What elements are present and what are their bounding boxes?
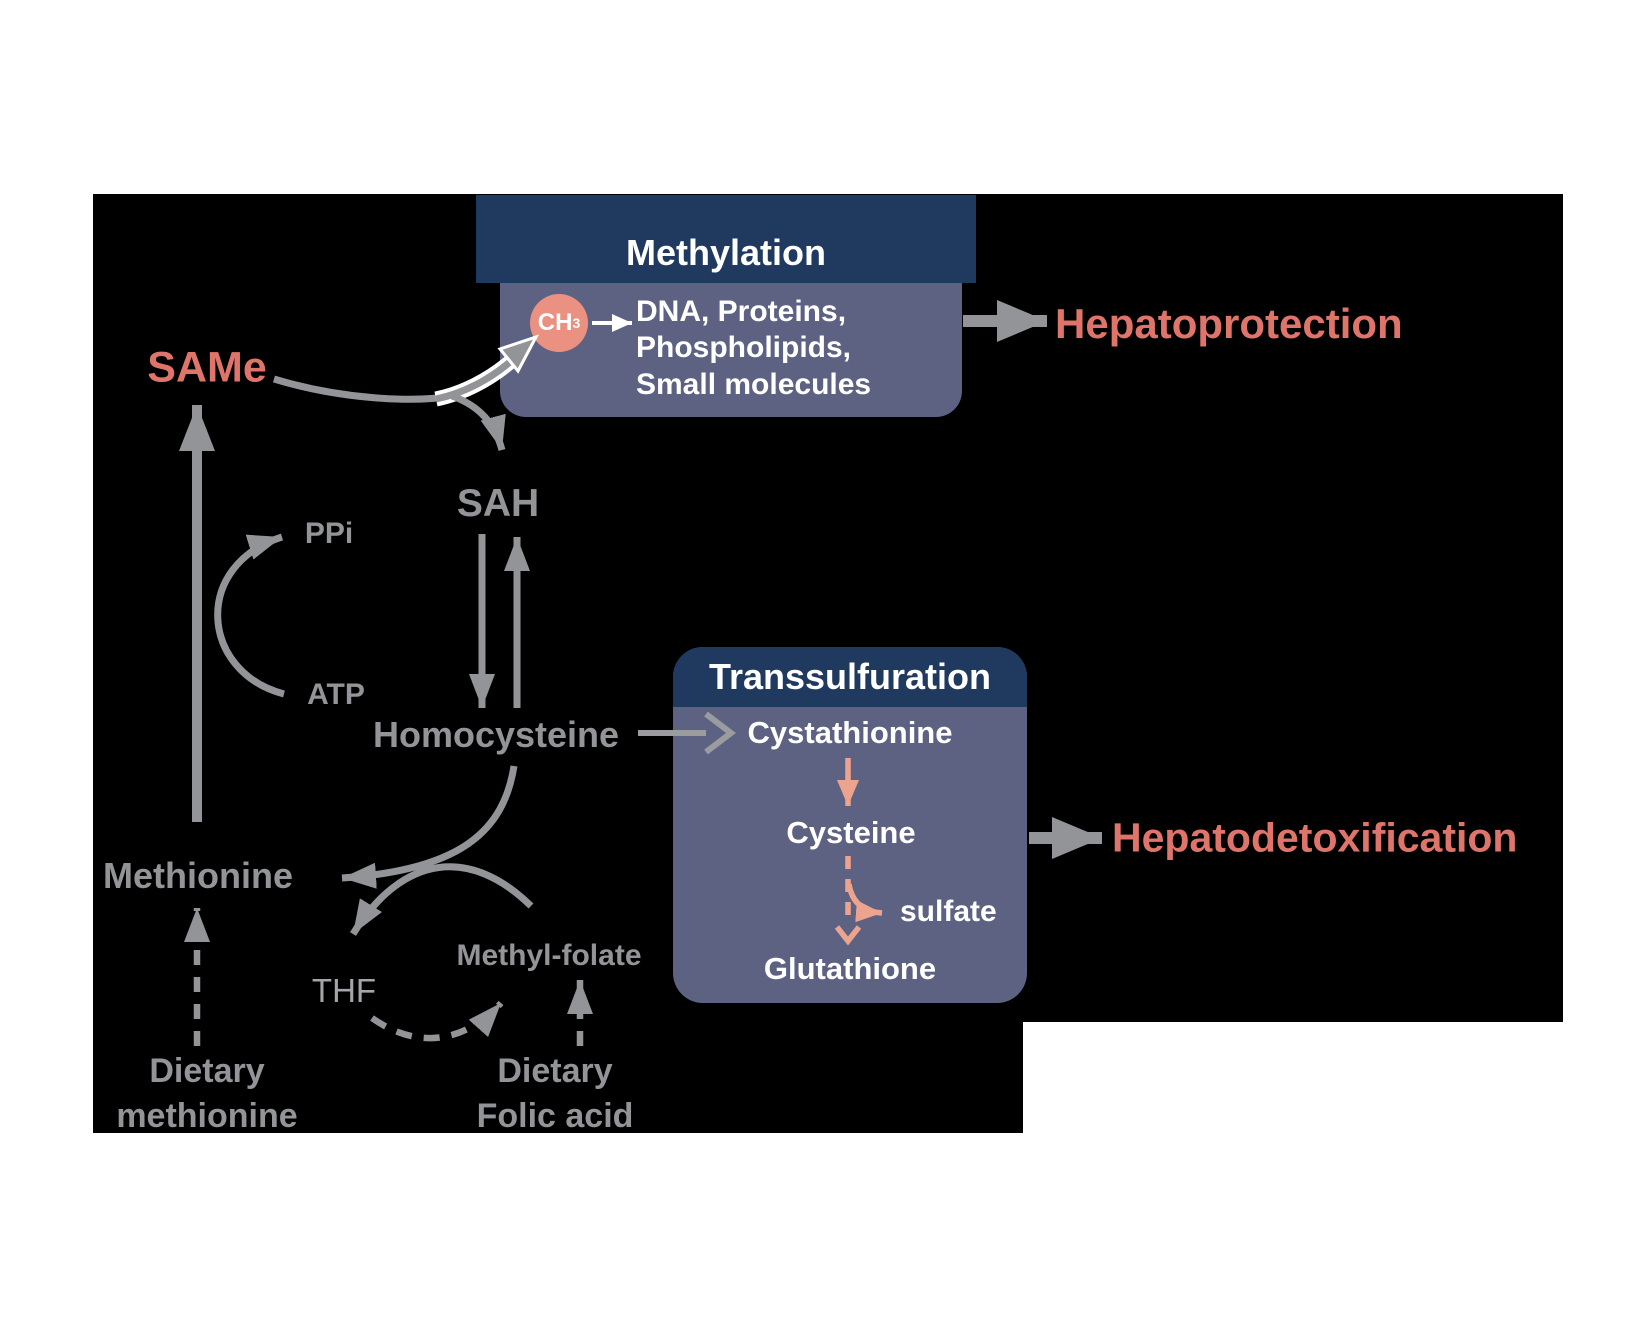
- background-panel-extension: [93, 1022, 1023, 1133]
- ppi-label: PPi: [304, 517, 354, 550]
- homocysteine-label: Homocysteine: [372, 714, 620, 755]
- atp-label: ATP: [307, 678, 365, 711]
- methylation-target-1: DNA, Proteins,: [636, 295, 847, 328]
- hepatoprotection-label: Hepatoprotection: [1055, 300, 1403, 347]
- methylation-title: Methylation: [625, 232, 827, 273]
- dietary-folate-line1: Dietary: [497, 1052, 613, 1090]
- hepatodetoxification-label: Hepatodetoxification: [1112, 814, 1518, 861]
- dietary-methionine-line1: Dietary: [149, 1052, 265, 1090]
- sah-label: SAH: [456, 482, 540, 525]
- methionine-label: Methionine: [103, 855, 293, 896]
- dietary-folate-line2: Folic acid: [476, 1097, 634, 1135]
- thf-label: THF: [311, 972, 377, 1009]
- same-label: SAMe: [147, 343, 267, 392]
- cystathionine-label: Cystathionine: [747, 715, 953, 750]
- ch3-label: CH: [537, 309, 573, 336]
- transsulfuration-title: Transsulfuration: [708, 656, 992, 697]
- sulfate-label: sulfate: [900, 895, 997, 928]
- cysteine-label: Cysteine: [786, 815, 916, 850]
- methylation-target-2: Phospholipids,: [636, 331, 851, 364]
- transsulfuration-header-box: [673, 647, 1027, 707]
- methyl-folate-label: Methyl-folate: [456, 939, 642, 972]
- methylation-header-box: [476, 195, 976, 283]
- dietary-folate-label: Dietary Folic acid: [477, 1049, 634, 1139]
- dietary-methionine-line2: methionine: [116, 1097, 298, 1135]
- dietary-methionine-label: Dietary methionine: [116, 1049, 297, 1139]
- glutathione-label: Glutathione: [763, 951, 937, 986]
- methylation-target-3: Small molecules: [636, 368, 872, 401]
